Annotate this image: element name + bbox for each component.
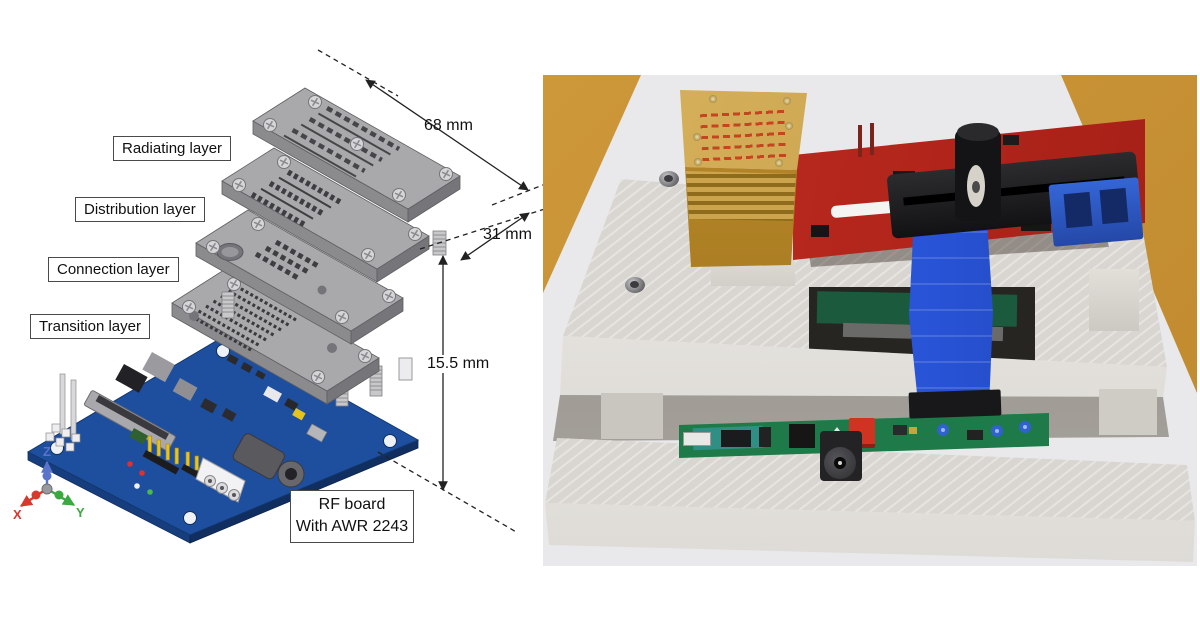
led-red [127, 461, 133, 467]
blue-power-connector [1048, 177, 1144, 247]
micro-usb [306, 423, 328, 443]
trimpot-blue [991, 425, 1003, 437]
dimension-depth: 31 mm [483, 226, 532, 243]
ic-chip [811, 225, 829, 237]
etched-markings [699, 106, 791, 164]
x-axis-label: X [13, 507, 22, 522]
gold-screw [693, 133, 701, 141]
horn-ridges [686, 171, 796, 221]
ic-chip [893, 425, 907, 435]
gold-screw [785, 122, 793, 130]
z-axis-label: Z [43, 444, 51, 459]
exploded-view-diagram: X Y Z [13, 49, 543, 544]
label-transition-layer: Transition layer [30, 314, 150, 340]
header-pin [858, 125, 862, 157]
blue-connector-slot [1063, 191, 1093, 229]
label-distribution-layer: Distribution layer [75, 197, 205, 223]
prototype-photograph [543, 75, 1197, 566]
trimpot-blue [937, 424, 949, 436]
threaded-standoff [221, 291, 235, 319]
jack-opening-hole [972, 181, 980, 193]
wire-post [59, 373, 66, 435]
label-radiating-layer: Radiating layer [113, 136, 232, 162]
header-pin [870, 123, 874, 155]
slot-array [283, 106, 401, 178]
y-axis-label: Y [76, 505, 85, 520]
ic-chip [759, 427, 771, 447]
led-green [147, 489, 153, 495]
acrylic-post [1089, 269, 1139, 331]
gold-screw [709, 95, 717, 103]
connection-layer-plate [195, 209, 404, 345]
component [909, 427, 917, 434]
acrylic-riser [1099, 389, 1157, 435]
blue-connector-slot [1099, 187, 1129, 225]
wire-post [70, 379, 77, 441]
rf-board-callout-line1: RF board [318, 496, 386, 513]
ic-chip [1003, 135, 1019, 145]
distribution-layer-plate [221, 147, 430, 283]
gold-screw [775, 159, 783, 167]
led-white [134, 483, 140, 489]
led-red [139, 470, 145, 476]
gold-screw [694, 158, 702, 166]
screw-nut [625, 277, 645, 293]
ribbon-end-connector [908, 389, 1002, 419]
pin-header-white [45, 423, 81, 452]
acrylic-riser [601, 393, 663, 439]
dimension-width: 68 mm [424, 117, 473, 134]
rf-board-callout-line2: With AWR 2243 [295, 518, 409, 536]
ic-chip [721, 430, 751, 447]
rf-board-callout: RF board With AWR 2243 [290, 490, 414, 543]
ic-chip [967, 430, 983, 440]
dc-jack [232, 433, 305, 488]
coordinate-axes: X Y Z [13, 444, 85, 522]
screw-nut [659, 171, 679, 187]
trimpot-blue [1019, 421, 1031, 433]
vertical-dc-jack-top [957, 123, 999, 141]
ffc-connector [683, 432, 711, 446]
spacer [398, 357, 413, 381]
dimension-height: 15.5 mm [424, 355, 493, 373]
dimension-lines [317, 49, 543, 534]
gold-screw [783, 97, 791, 105]
inductor [115, 364, 148, 393]
black-connector-small [789, 424, 815, 448]
terminal-block [195, 457, 246, 503]
dc-jack-pin [838, 461, 842, 465]
label-connection-layer: Connection layer [48, 257, 179, 283]
